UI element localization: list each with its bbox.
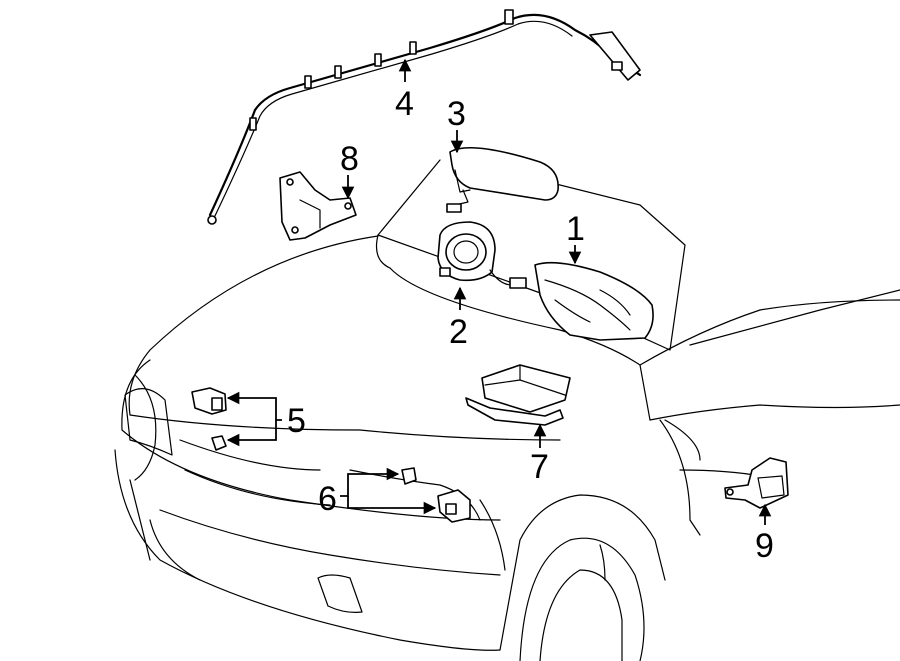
rail-clip xyxy=(409,41,417,55)
hood-outline xyxy=(128,235,651,421)
fog-lamp-outline xyxy=(317,574,363,613)
front-sensor-right xyxy=(437,489,471,523)
callout-9: 9 xyxy=(755,527,774,565)
callout-4: 4 xyxy=(395,85,414,123)
sensor-bolt-right xyxy=(401,467,417,485)
airbag-control-unit xyxy=(465,364,571,426)
side-impact-sensor xyxy=(724,457,789,509)
front-fascia xyxy=(114,449,501,651)
sensor-bracket xyxy=(279,171,357,241)
front-sensor-left xyxy=(191,387,227,415)
callout-6: 6 xyxy=(318,480,337,518)
wheel-arch xyxy=(499,494,666,651)
passenger-airbag xyxy=(534,261,654,341)
callout-7: 7 xyxy=(530,448,549,486)
inflator-end xyxy=(589,31,641,81)
rail-clip xyxy=(374,53,382,67)
curtain-airbag-rail xyxy=(207,9,642,225)
rail-clip xyxy=(249,117,257,131)
callout-3: 3 xyxy=(447,95,466,133)
callout-2: 2 xyxy=(449,313,468,351)
clock-spring xyxy=(437,221,527,289)
callout-1: 1 xyxy=(566,210,585,248)
clock-spring-connector xyxy=(509,277,527,289)
rail-mount-tab xyxy=(207,215,217,225)
callout-leaders xyxy=(226,58,772,525)
rail-clip xyxy=(504,9,514,25)
sensor-bolt-left xyxy=(211,435,227,451)
callout-numbers: 1 2 3 4 5 6 7 8 9 xyxy=(287,85,774,565)
knee-airbag-module xyxy=(446,147,559,213)
front-tire xyxy=(519,537,645,661)
callout-8: 8 xyxy=(340,140,359,178)
headlamp-outline xyxy=(124,388,173,456)
rail-clip xyxy=(334,65,342,79)
rail-clip xyxy=(304,75,312,89)
callout-5: 5 xyxy=(287,402,306,440)
